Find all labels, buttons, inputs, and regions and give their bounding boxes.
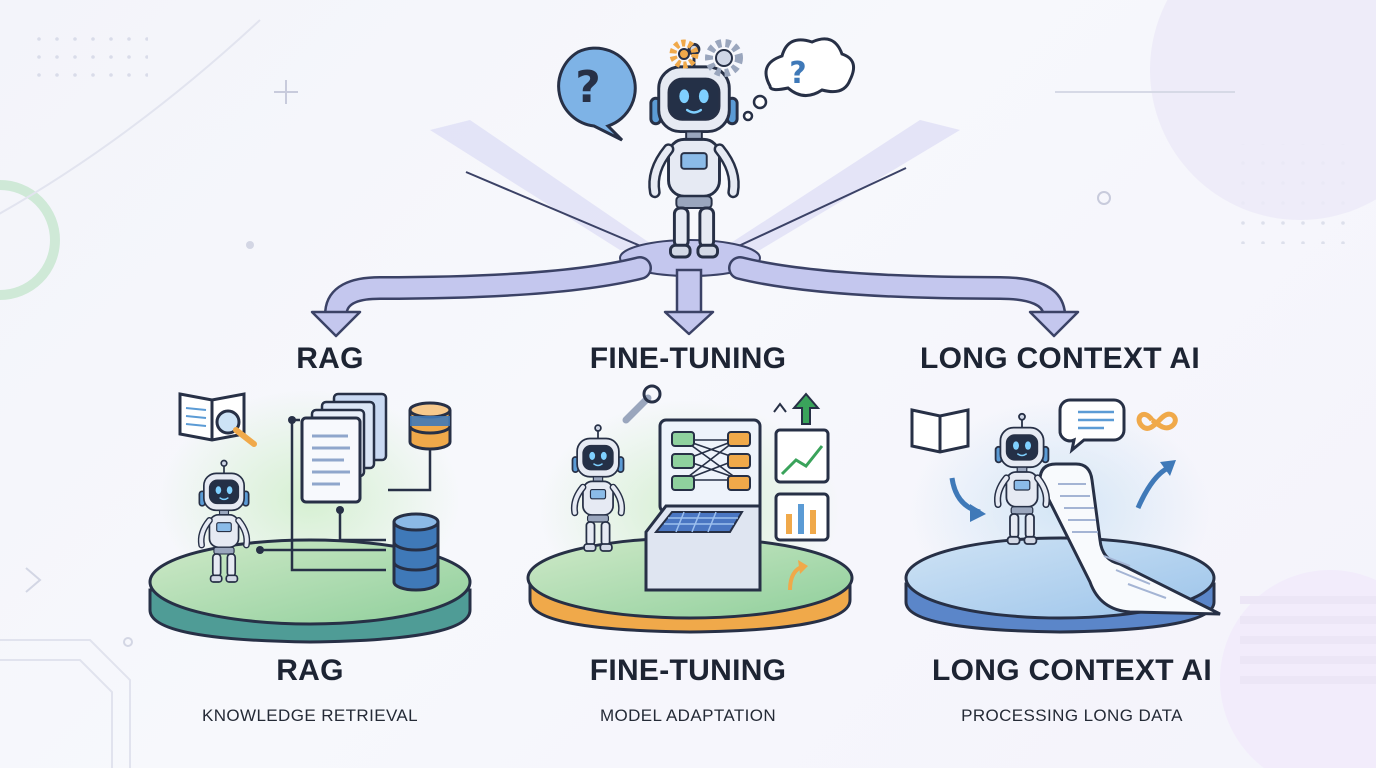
fine-tuning-heading: FINE-TUNING <box>589 342 787 375</box>
scroll-icon <box>1038 462 1221 616</box>
wrench-icon <box>622 384 662 424</box>
central-robot <box>651 44 737 257</box>
infinity-icon <box>1136 411 1178 431</box>
branch-paths <box>310 239 1080 338</box>
question-mark-big: ? <box>575 62 601 113</box>
document-stack-icon <box>300 392 388 504</box>
chat-bubble-icon <box>1058 398 1126 454</box>
fine-tuning-title: FINE-TUNING <box>589 654 787 687</box>
database-icon <box>392 512 440 592</box>
long-context-title: LONG CONTEXT AI <box>931 654 1213 687</box>
question-bubble-icon <box>557 46 637 142</box>
long-context-heading: LONG CONTEXT AI <box>919 342 1201 375</box>
rag-title: RAG <box>276 654 344 687</box>
magnifier-icon <box>215 409 257 447</box>
gear-icon <box>669 39 743 77</box>
neural-network-icon <box>658 418 762 514</box>
fine-tuning-scene <box>526 384 854 634</box>
long-context-scene <box>904 398 1221 634</box>
thought-cloud-icon <box>742 37 856 122</box>
rag-scene <box>148 390 472 644</box>
database-icon <box>408 401 452 451</box>
fine-tuning-subtitle: MODEL ADAPTATION <box>599 706 777 725</box>
incoming-beams <box>430 120 960 251</box>
question-mark-small: ? <box>789 56 807 91</box>
trend-chart-icon <box>774 428 830 484</box>
book-icon <box>910 408 970 454</box>
rag-subtitle: KNOWLEDGE RETRIEVAL <box>201 706 419 725</box>
arrow-up-icon <box>773 392 821 591</box>
long-context-subtitle: PROCESSING LONG DATA <box>961 706 1183 725</box>
bar-chart-icon <box>774 492 830 542</box>
rag-heading: RAG <box>296 342 364 375</box>
